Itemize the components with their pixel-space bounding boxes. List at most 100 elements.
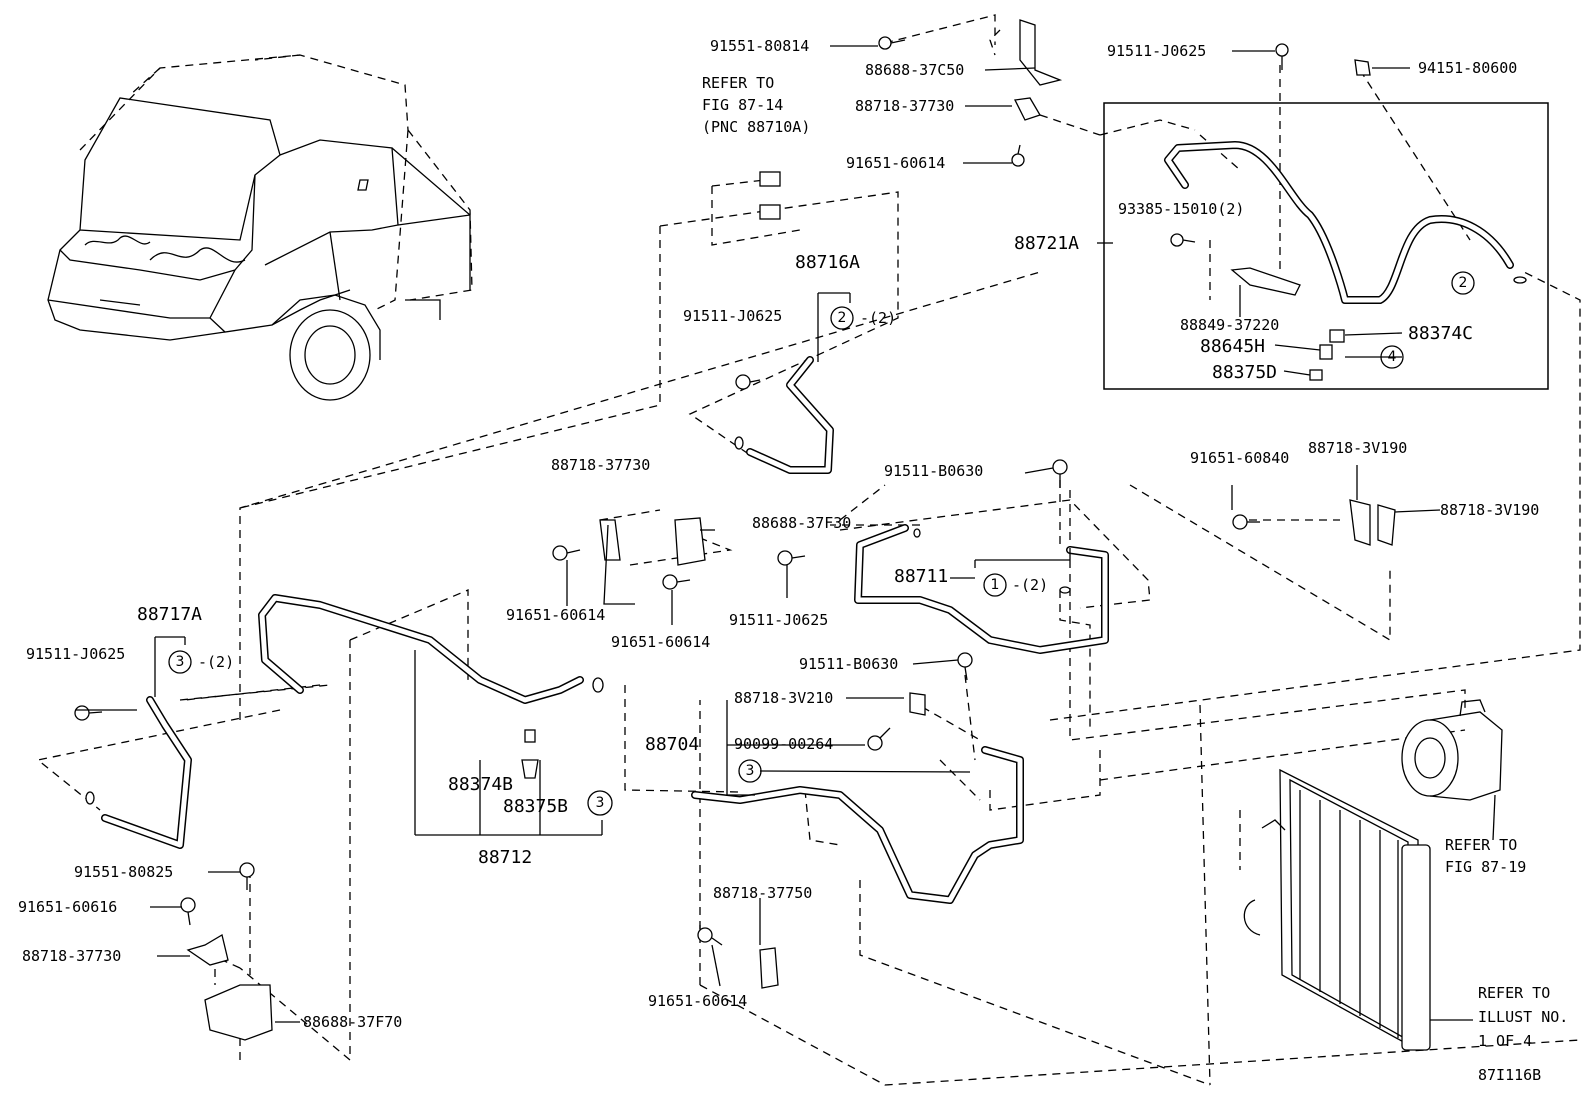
bolt-icon (878, 36, 906, 50)
o-ring-icon (1513, 276, 1527, 284)
svg-text:3: 3 (596, 795, 605, 811)
valve-icon (1309, 329, 1345, 381)
part-label: 91511-J0625 (729, 611, 828, 629)
part-label: 91511-J0625 (26, 645, 125, 663)
group-brackets (154, 242, 1113, 836)
clip-icon (759, 171, 781, 220)
bolt-icon (1232, 514, 1260, 530)
svg-text:3: 3 (746, 763, 755, 779)
reference-note: REFER TO (702, 74, 774, 92)
reference-note: ILLUST NO. (1478, 1008, 1568, 1026)
bolt-icon (867, 727, 891, 751)
bolt-icon (239, 862, 255, 890)
part-label: 91651-60614 (506, 606, 605, 624)
callout-qty: -(2) (198, 653, 234, 671)
valve-icon (521, 729, 539, 779)
dashed-leaders (36, 14, 1581, 1086)
bracket-icon (204, 984, 273, 1041)
callout-circle-2a: 2 (830, 306, 854, 330)
svg-text:2: 2 (838, 310, 847, 326)
part-label: 88712 (478, 847, 532, 868)
clamp-icon (1014, 97, 1041, 121)
part-label: 88688-37F30 (752, 514, 851, 532)
part-label: 88849-37220 (1180, 316, 1279, 334)
part-label: 91651-60616 (18, 898, 117, 916)
part-label: 88718-3V190 (1308, 439, 1407, 457)
callout-circles: 2 -(2) 2 4 1 -(2) 3 -(2) 3 3 (168, 271, 1475, 816)
bolt-icon (697, 927, 723, 946)
svg-text:1: 1 (991, 577, 1000, 593)
part-label: 88717A (137, 604, 202, 625)
o-ring-icon (913, 528, 921, 538)
reference-note: FIG 87-14 (702, 96, 783, 114)
reference-note: 1 OF 4 (1478, 1032, 1532, 1050)
o-ring-icon (85, 791, 95, 805)
bolt-icon (1052, 459, 1068, 488)
clamp-icon (599, 519, 621, 561)
reference-note: (PNC 88710A) (702, 118, 810, 136)
part-label: 91511-J0625 (683, 307, 782, 325)
part-label: 88688-37C50 (865, 61, 964, 79)
part-label: 88704 (645, 734, 699, 755)
svg-text:2: 2 (1459, 275, 1468, 291)
callout-circle-1: 1 (983, 573, 1007, 597)
part-label: 88716A (795, 252, 860, 273)
part-label: 88721A (1014, 233, 1079, 254)
pipes (101, 141, 1514, 904)
bolt-icon (1170, 233, 1196, 247)
bolt-icon (735, 374, 761, 390)
part-label: 88375B (503, 796, 568, 817)
part-label: 88718-37750 (713, 884, 812, 902)
svg-text:3: 3 (176, 654, 185, 670)
clamp-icon (909, 692, 926, 716)
part-label: 88375D (1212, 362, 1277, 383)
o-ring-icon (592, 677, 604, 693)
part-label: 91511-B0630 (799, 655, 898, 673)
clamp-icon (186, 933, 229, 966)
clamp-icon (759, 947, 779, 989)
small-parts (74, 19, 1527, 1041)
part-label: 90099-00264 (734, 735, 833, 753)
part-label: 91551-80814 (710, 37, 809, 55)
nut-icon (1354, 59, 1371, 76)
part-label: 88711 (894, 566, 948, 587)
callout-qty: -(2) (860, 309, 896, 327)
bracket-icon (674, 517, 706, 566)
condenser-illustration (1243, 768, 1431, 1052)
bolt-icon (552, 545, 581, 561)
part-label: 88374B (448, 774, 513, 795)
part-label: 91551-80825 (74, 863, 173, 881)
o-ring-icon (734, 436, 744, 450)
part-label: 91511-B0630 (884, 462, 983, 480)
figure-id: 87I116B (1478, 1066, 1541, 1084)
bracket-icon (1230, 267, 1301, 296)
part-label: 91511-J0625 (1107, 42, 1206, 60)
part-label: 88718-37730 (22, 947, 121, 965)
part-label: 91651-60614 (648, 992, 747, 1010)
part-label: 88718-3V190 (1440, 501, 1539, 519)
part-label: 91651-60614 (846, 154, 945, 172)
compressor-illustration (1401, 699, 1503, 801)
reference-note: FIG 87-19 (1445, 858, 1526, 876)
reference-notes: REFER TO FIG 87-14 (PNC 88710A) REFER TO… (702, 74, 1568, 1050)
bolt-icon (1011, 144, 1025, 167)
assembly-box-88721a (1103, 102, 1549, 390)
part-label: 93385-15010(2) (1118, 200, 1244, 218)
part-label: 88718-3V210 (734, 689, 833, 707)
reference-note: REFER TO (1445, 836, 1517, 854)
label-leaders (76, 45, 1496, 1023)
bolt-icon (662, 574, 691, 590)
bolt-icon (777, 550, 806, 566)
part-label: 88645H (1200, 336, 1265, 357)
part-label: 94151-80600 (1418, 59, 1517, 77)
callout-circle-2b: 2 (1451, 271, 1475, 295)
callout-qty: -(2) (1012, 576, 1048, 594)
part-label: 91651-60840 (1190, 449, 1289, 467)
bolt-icon (1275, 43, 1289, 70)
truck-illustration (47, 54, 473, 401)
callout-circle-3b: 3 (587, 790, 613, 816)
callout-circle-3a: 3 (168, 650, 192, 674)
o-ring-icon (1059, 586, 1071, 594)
part-label: 88374C (1408, 323, 1473, 344)
